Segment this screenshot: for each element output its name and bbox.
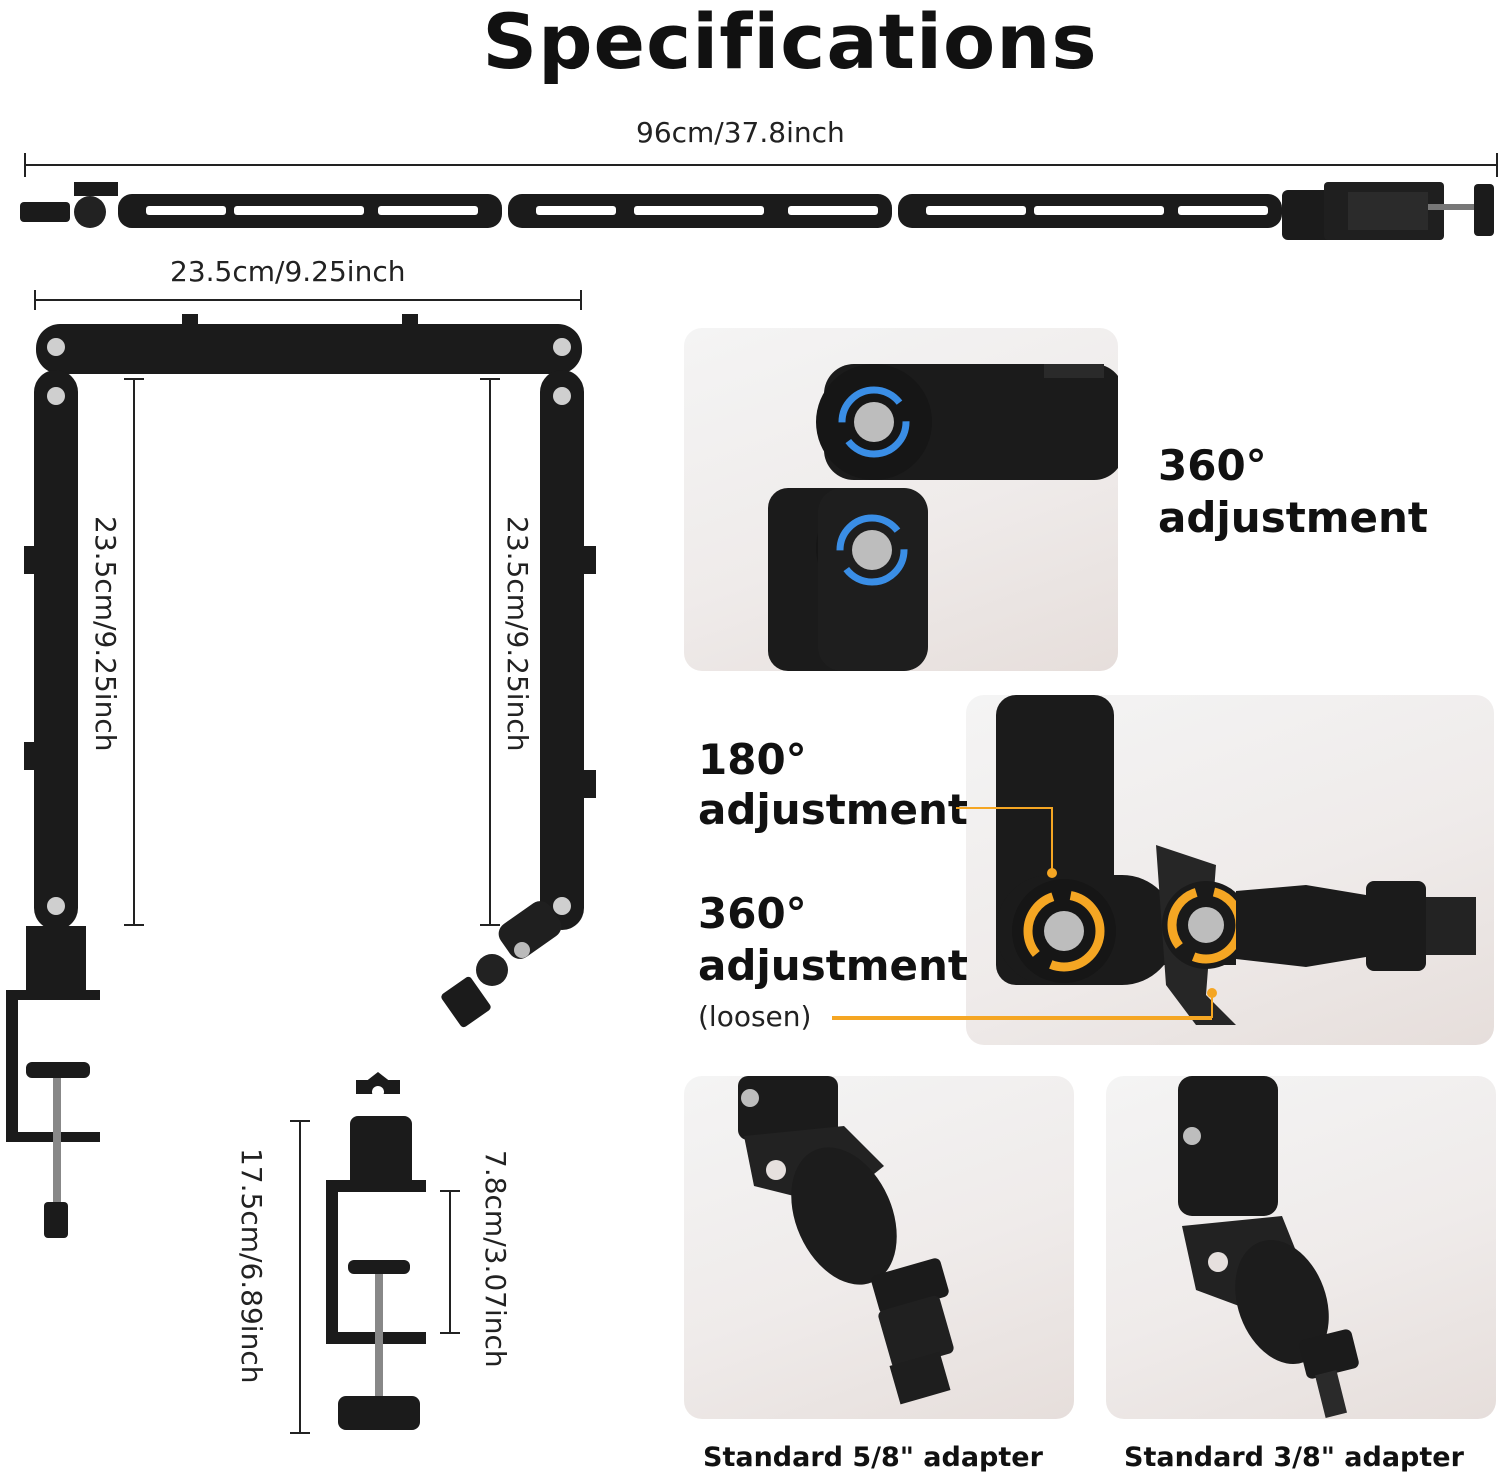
- arm-height-right-dimension: [478, 378, 502, 926]
- ball-head-180-degree: 180°: [698, 735, 807, 784]
- total-length-label: 96cm/37.8inch: [636, 116, 845, 149]
- callout-line-loosen: [832, 1016, 1212, 1020]
- arm-height-left-dimension: [122, 378, 146, 926]
- ball-head-panel: [966, 695, 1494, 1045]
- joint-rotation-degree: 360°: [1158, 441, 1267, 490]
- adapter-38-panel: [1106, 1076, 1496, 1419]
- total-length-dimension: [24, 150, 1498, 180]
- ball-head-360-degree: 360°: [698, 889, 807, 938]
- arm-width-dimension: [34, 288, 582, 312]
- adapter-38-caption: Standard 3/8" adapter: [1124, 1442, 1464, 1473]
- adapter-58-caption: Standard 5/8" adapter: [703, 1442, 1043, 1473]
- folded-arm-image: [0, 310, 600, 1250]
- ball-head-180-text: adjustment: [698, 785, 969, 834]
- ball-head-loosen-note: (loosen): [698, 1000, 812, 1033]
- joint-rotation-text: adjustment: [1158, 493, 1429, 542]
- clamp-height-label: 17.5cm/6.89inch: [235, 1148, 268, 1384]
- clamp-height-dimension: [288, 1120, 312, 1434]
- callout-lines: [950, 795, 1220, 1025]
- page-title: Specifications: [482, 0, 1098, 86]
- joint-rotation-panel: [684, 328, 1118, 671]
- clamp-opening-label: 7.8cm/3.07inch: [479, 1150, 512, 1368]
- ball-head-360-text: adjustment: [698, 941, 969, 990]
- adapter-58-panel: [684, 1076, 1074, 1419]
- extended-arm-image: [18, 178, 1498, 248]
- clamp-opening-dimension: [438, 1190, 462, 1334]
- desk-clamp-image: [320, 1070, 440, 1440]
- arm-height-left-label: 23.5cm/9.25inch: [89, 516, 122, 752]
- arm-width-label: 23.5cm/9.25inch: [170, 255, 406, 288]
- arm-height-right-label: 23.5cm/9.25inch: [501, 516, 534, 752]
